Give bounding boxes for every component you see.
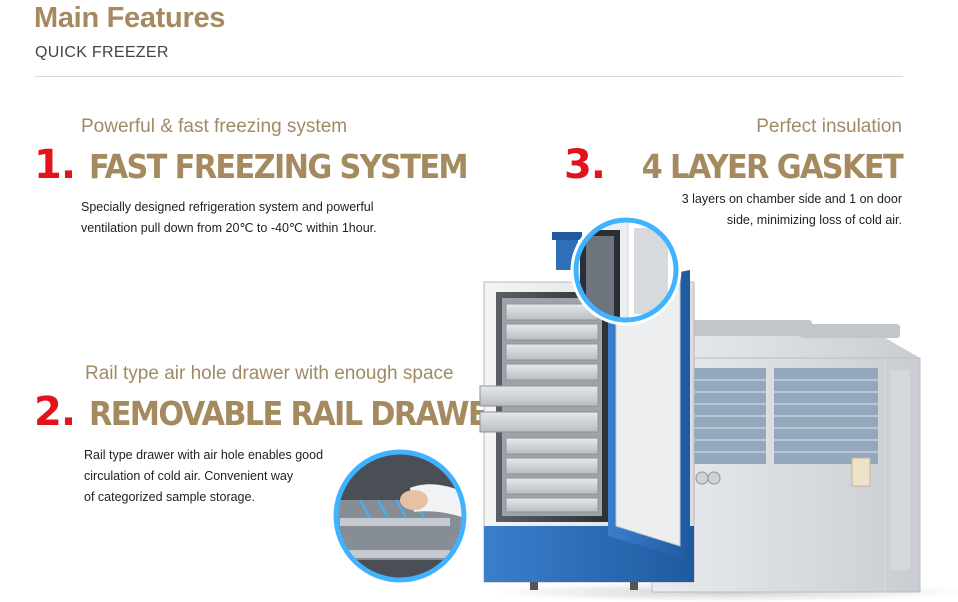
header-divider	[35, 76, 903, 77]
feature-2-subtitle: Rail type air hole drawer with enough sp…	[85, 363, 454, 384]
feature-2-name: REMOVABLE RAIL DRAWER	[89, 394, 510, 433]
feature-2-heading: 2. REMOVABLE RAIL DRAWER	[34, 389, 545, 435]
feature-1-desc-line: Specially designed refrigeration system …	[81, 200, 374, 214]
page-title: Main Features	[34, 2, 226, 34]
feature-2-description: Rail type drawer with air hole enables g…	[84, 445, 354, 508]
feature-1-description: Specially designed refrigeration system …	[81, 197, 421, 239]
condensing-unit	[651, 320, 921, 593]
feature-3-heading: 3. 4 LAYER GASKET	[563, 142, 904, 188]
feature-2-number: 2.	[34, 389, 76, 435]
feature-3-description: 3 layers on chamber side and 1 on door s…	[642, 189, 902, 231]
feature-2-desc-line: circulation of cold air. Convenient way	[84, 469, 294, 483]
feature-3-desc-line: side, minimizing loss of cold air.	[726, 213, 902, 227]
feature-2-desc-line: of categorized sample storage.	[84, 490, 255, 504]
feature-1-name: FAST FREEZING SYSTEM	[89, 147, 469, 186]
feature-1-heading: 1. FAST FREEZING SYSTEM	[34, 142, 500, 188]
freezer-cabinet	[479, 232, 695, 590]
feature-1-number: 1.	[34, 142, 76, 188]
feature-3-desc-line: 3 layers on chamber side and 1 on door	[681, 192, 902, 206]
feature-3-name: 4 LAYER GASKET	[641, 147, 904, 186]
drawer-detail-circle	[330, 446, 470, 586]
feature-3-subtitle: Perfect insulation	[756, 116, 902, 137]
feature-2-desc-line: Rail type drawer with air hole enables g…	[84, 448, 324, 462]
feature-1-desc-line: ventilation pull down from 20℃ to -40℃ w…	[81, 221, 377, 235]
page-subtitle: QUICK FREEZER	[35, 44, 169, 61]
feature-3-number: 3.	[563, 142, 606, 188]
feature-1-subtitle: Powerful & fast freezing system	[81, 116, 348, 137]
drawer-stack	[479, 303, 599, 513]
gasket-detail-circle	[570, 214, 682, 326]
quick-freezer-illustration	[330, 214, 958, 602]
